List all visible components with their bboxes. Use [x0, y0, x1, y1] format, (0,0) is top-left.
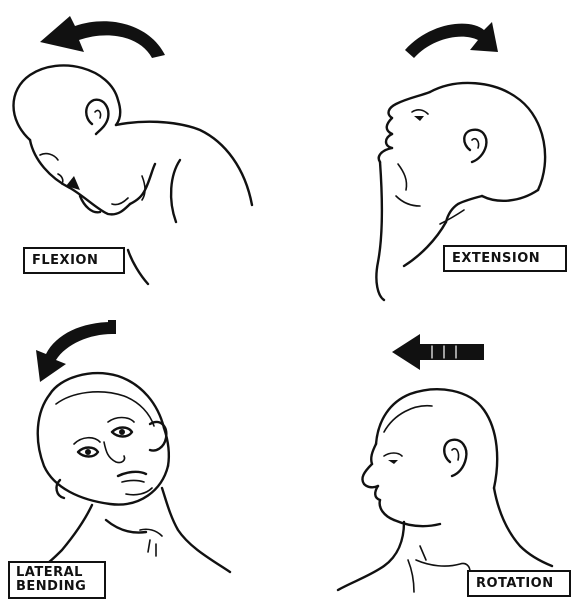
rotation-arrow-icon — [392, 334, 484, 370]
rotation-figure — [338, 334, 552, 592]
rotation-label-text: ROTATION — [476, 577, 562, 591]
flexion-figure — [14, 16, 253, 284]
lateral-bending-figure — [36, 320, 230, 572]
rotation-label: ROTATION — [467, 570, 571, 597]
extension-head — [379, 83, 545, 201]
lateral-head — [38, 373, 169, 504]
flexion-label-text: FLEXION — [32, 254, 116, 268]
flexion-arrow-icon — [40, 16, 165, 58]
lateral-bending-label-line-1: LATERAL — [16, 566, 98, 580]
flexion-head — [14, 65, 131, 214]
extension-arrow-icon — [405, 22, 498, 58]
flexion-label: FLEXION — [23, 247, 125, 274]
rotation-head — [362, 389, 497, 526]
lateral-bending-label: LATERAL BENDING — [8, 561, 106, 599]
extension-label-text: EXTENSION — [452, 252, 558, 266]
lateral-bending-label-line-2: BENDING — [16, 580, 98, 594]
extension-label: EXTENSION — [443, 245, 567, 272]
extension-neck — [376, 162, 482, 300]
flexion-shoulders — [116, 122, 252, 284]
